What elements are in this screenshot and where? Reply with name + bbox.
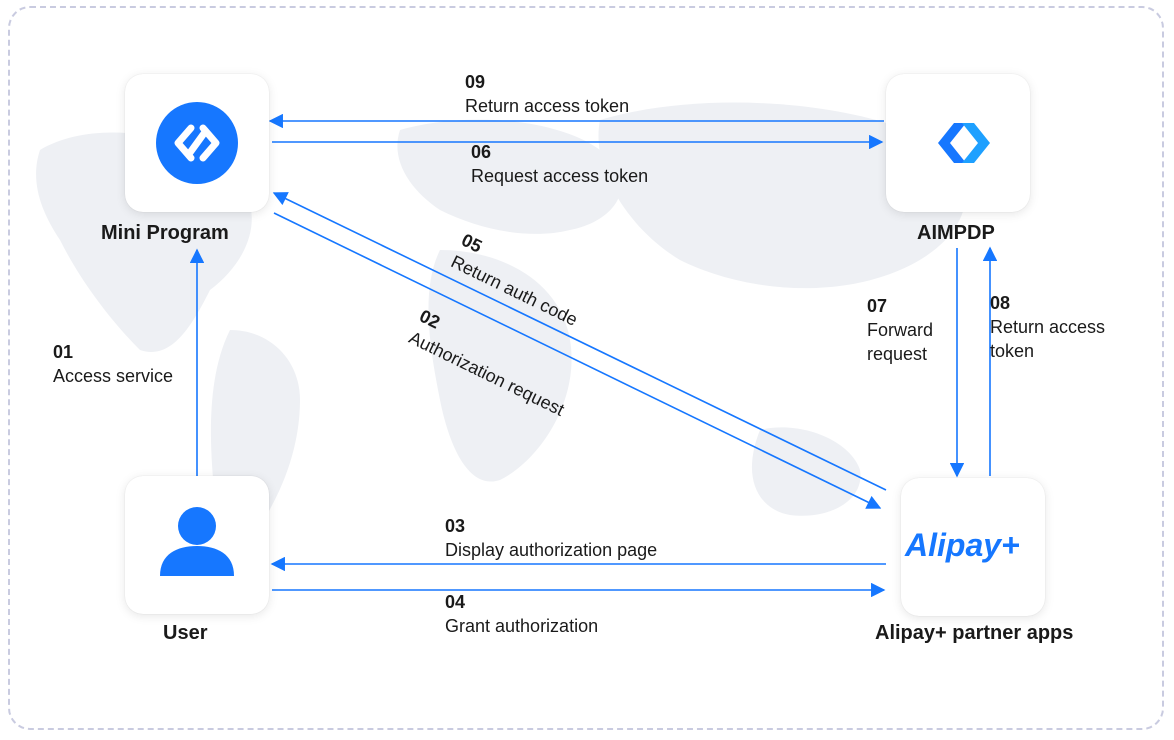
alipay-logo-text: Alipay+ [904, 527, 1020, 563]
step-06-number: 06 [471, 142, 492, 162]
step-04-text: Grant authorization [445, 616, 599, 636]
aimpdp-node [886, 74, 1030, 212]
arrow-05 [272, 192, 887, 491]
step-07-label: 07 Forward request [867, 294, 933, 366]
mini-program-icon [156, 102, 238, 184]
step-06-text: Request access token [471, 166, 649, 186]
step-04-label: 04 Grant authorization [445, 590, 598, 638]
mini-program-node [125, 74, 269, 212]
step-01-text: Access service [53, 366, 174, 386]
alipay-plus-logo: Alipay+ [904, 527, 1020, 563]
alipay-label: Alipay+ partner apps [875, 622, 1074, 644]
step-06-label: 06 Request access token [471, 140, 648, 188]
step-09-text: Return access token [465, 96, 630, 116]
alipay-node: Alipay+ [901, 478, 1045, 616]
step-03-text: Display authorization page [445, 540, 658, 560]
step-08-label: 08 Return access token [990, 291, 1105, 363]
step-09-label: 09 Return access token [465, 70, 629, 118]
user-icon [160, 507, 234, 576]
aimpdp-icon [938, 123, 990, 163]
step-03-label: 03 Display authorization page [445, 514, 657, 562]
step-08-text-line1: Return access [990, 317, 1106, 337]
aimpdp-label: AIMPDP [917, 222, 995, 244]
step-09-number: 09 [465, 72, 486, 92]
step-07-number: 07 [867, 296, 888, 316]
user-node [125, 476, 269, 614]
user-label: User [163, 622, 208, 644]
step-07-text-line2: request [867, 344, 928, 364]
diagram-frame [8, 6, 1164, 730]
step-08-number: 08 [990, 293, 1011, 313]
step-04-number: 04 [445, 592, 466, 612]
step-08-text-line2: token [990, 341, 1035, 361]
arrow-02 [273, 212, 882, 509]
step-07-text-line1: Forward [867, 320, 934, 340]
step-01-label: 01 Access service [53, 340, 173, 388]
mini-program-label: Mini Program [101, 222, 229, 244]
step-01-number: 01 [53, 342, 74, 362]
step-03-number: 03 [445, 516, 466, 536]
